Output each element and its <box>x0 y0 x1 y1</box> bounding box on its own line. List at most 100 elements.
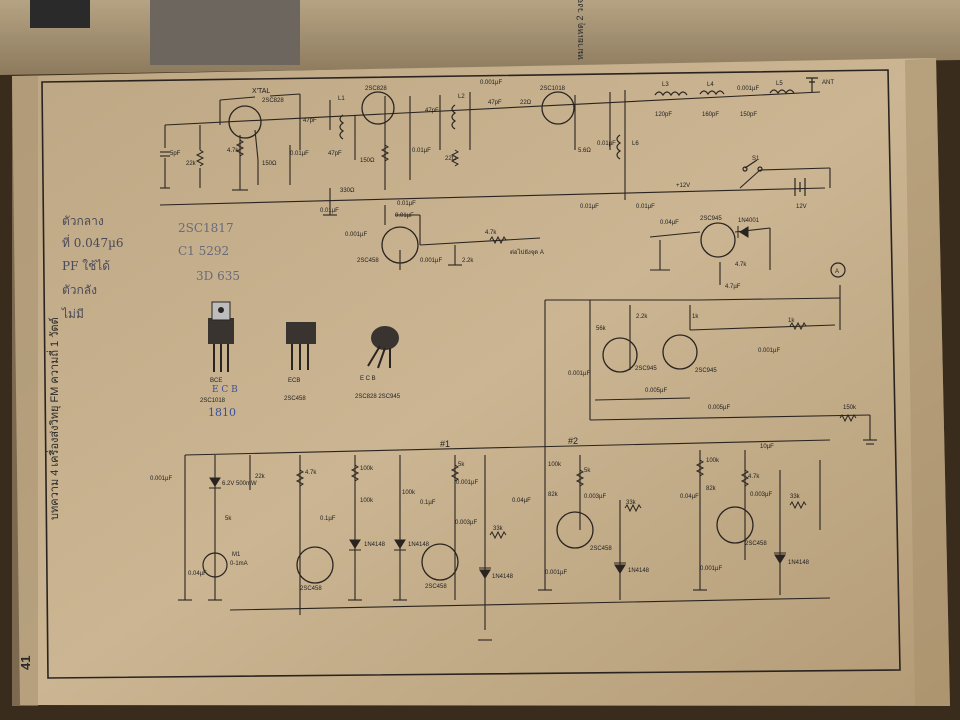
value-label: 0.003µF <box>455 520 477 526</box>
handwritten-note: ไม่มี <box>61 307 84 321</box>
transistor-label: 2SC458 <box>745 541 767 547</box>
handwritten-note: PF ใช้ได้ <box>62 259 110 273</box>
value-label: 4.7k <box>305 470 317 476</box>
value-label: 0.01µF <box>320 208 339 214</box>
value-label: 0.003µF <box>750 492 772 498</box>
meter-label: M1 <box>232 552 241 558</box>
value-label: 0.04µF <box>680 494 699 500</box>
value-label: 4.7µF <box>725 284 741 290</box>
value-label: 6.2V 500mW <box>222 481 257 487</box>
value-label: 1k <box>692 314 699 320</box>
value-label: 4.7k <box>735 262 747 268</box>
value-label: 33k <box>493 526 504 532</box>
value-label: 10µF <box>760 444 774 450</box>
out-to-a-label: ต่อไปยังจุด A <box>510 248 544 256</box>
handwritten-note: C1 5292 <box>178 244 229 258</box>
point-a-label: A <box>835 269 839 275</box>
value-label: 150Ω <box>262 161 277 167</box>
value-label: 0.005µF <box>645 388 667 394</box>
value-label: 47pF <box>425 108 439 114</box>
pinout-handwritten-2: 1810 <box>208 406 236 419</box>
value-label: 0.01µF <box>580 204 599 210</box>
pinout-2sc458: ECB 2SC458 <box>284 322 316 402</box>
diode-label: 1N4148 <box>364 542 386 548</box>
handwritten-note: ตัวกลัง <box>62 283 97 297</box>
value-label: 0-1mA <box>230 561 248 567</box>
value-label: 0.1µF <box>320 516 336 522</box>
pinout-pins: E C B <box>360 376 376 382</box>
pinout-pins: ECB <box>288 378 300 384</box>
page-number: 41 <box>18 656 33 670</box>
upper-photo <box>150 0 300 65</box>
main-page <box>12 58 950 706</box>
value-label: 5.6Ω <box>578 148 591 154</box>
value-label: 33k <box>790 494 801 500</box>
mid-value-labels: 0.001µF 0.01µF 4.7k 0.001µF 2.2k 0.04µF … <box>345 213 857 411</box>
value-label: 4.7k <box>748 474 760 480</box>
transistor-label: 2SC458 <box>590 546 612 552</box>
value-label: 0.01µF <box>412 148 431 154</box>
handwritten-note: 2SC1817 <box>178 221 234 235</box>
diode-label: 1N4148 <box>492 574 514 580</box>
inductor-label: L4 <box>707 82 714 88</box>
value-label: 47pF <box>328 151 342 157</box>
value-label: 0.04µF <box>512 498 531 504</box>
value-label: 0.01µF <box>597 141 616 147</box>
value-label: 150Ω <box>360 158 375 164</box>
inductor-label: L3 <box>662 82 669 88</box>
battery-label: 12V <box>796 204 807 210</box>
inductor-coils <box>339 89 795 160</box>
value-label: 100k <box>402 490 416 496</box>
side-caption: บทความ 4 เครื่องส่งวิทยุ FM ความถี่ 1 วั… <box>46 317 61 520</box>
misc-symbols <box>202 77 846 578</box>
value-label: 2.2k <box>636 314 648 320</box>
value-label: 100k <box>706 458 720 464</box>
value-label: 0.001µF <box>456 480 478 486</box>
value-label: 100k <box>360 466 374 472</box>
value-label: 5pF <box>170 151 181 157</box>
value-label: 22Ω <box>520 100 532 106</box>
transistor-label: 2SC828 <box>262 98 284 104</box>
ant-label: ANT <box>822 80 834 86</box>
inductor-label: L2 <box>458 94 465 100</box>
value-label: 0.001µF <box>345 232 367 238</box>
handwritten-notes: ตัวกลาง ที่ 0.047µ6 PF ใช้ได้ ตัวกลัง ไม… <box>61 214 240 321</box>
pinout-name: 2SC1018 <box>200 398 226 404</box>
transistor-label: 2SC1018 <box>540 86 566 92</box>
value-label: 0.01µF <box>395 213 414 219</box>
inductor-label: L5 <box>776 81 783 87</box>
value-label: 22k <box>255 474 266 480</box>
value-label: 5k <box>458 462 465 468</box>
pinout-name: 2SC458 <box>284 396 306 402</box>
switch-label: S1 <box>752 156 760 162</box>
diode-label: 1N4001 <box>738 218 760 224</box>
transistor-label: 2SC945 <box>695 368 717 374</box>
value-label: 47pF <box>488 100 502 106</box>
crystal-label: X'TAL <box>252 88 270 95</box>
value-label: 5k <box>225 516 232 522</box>
value-label: 0.001µF <box>545 570 567 576</box>
value-label: 0.001µF <box>480 80 502 86</box>
pinout-2sc1018: BCE E C B 2SC1018 1810 <box>200 301 238 419</box>
value-label: 100k <box>360 498 374 504</box>
transistor-label: 2SC458 <box>357 258 379 264</box>
value-label: 0.001µF <box>700 566 722 572</box>
value-label: 150pF <box>740 112 757 118</box>
value-label: 0.001µF <box>737 86 759 92</box>
value-label: 160pF <box>702 112 719 118</box>
value-label: 5k <box>584 468 591 474</box>
bottom-value-labels: 0.001µF 6.2V 500mW 22k 5k 0.04µF 0-1mA 4… <box>150 444 801 577</box>
value-label: 82k <box>706 486 717 492</box>
inductor-label: L1 <box>338 96 345 102</box>
transistor-label: 2SC945 <box>635 366 657 372</box>
value-label: 0.01µF <box>290 151 309 157</box>
pinout-name: 2SC828 2SC945 <box>355 394 401 400</box>
diode-label: 1N4148 <box>628 568 650 574</box>
value-label: 22Ω <box>445 156 457 162</box>
handwritten-note: ที่ 0.047µ6 <box>62 234 124 250</box>
value-label: 0.01µF <box>397 201 416 207</box>
value-label: 47pF <box>303 118 317 124</box>
value-label: 0.001µF <box>568 371 590 377</box>
